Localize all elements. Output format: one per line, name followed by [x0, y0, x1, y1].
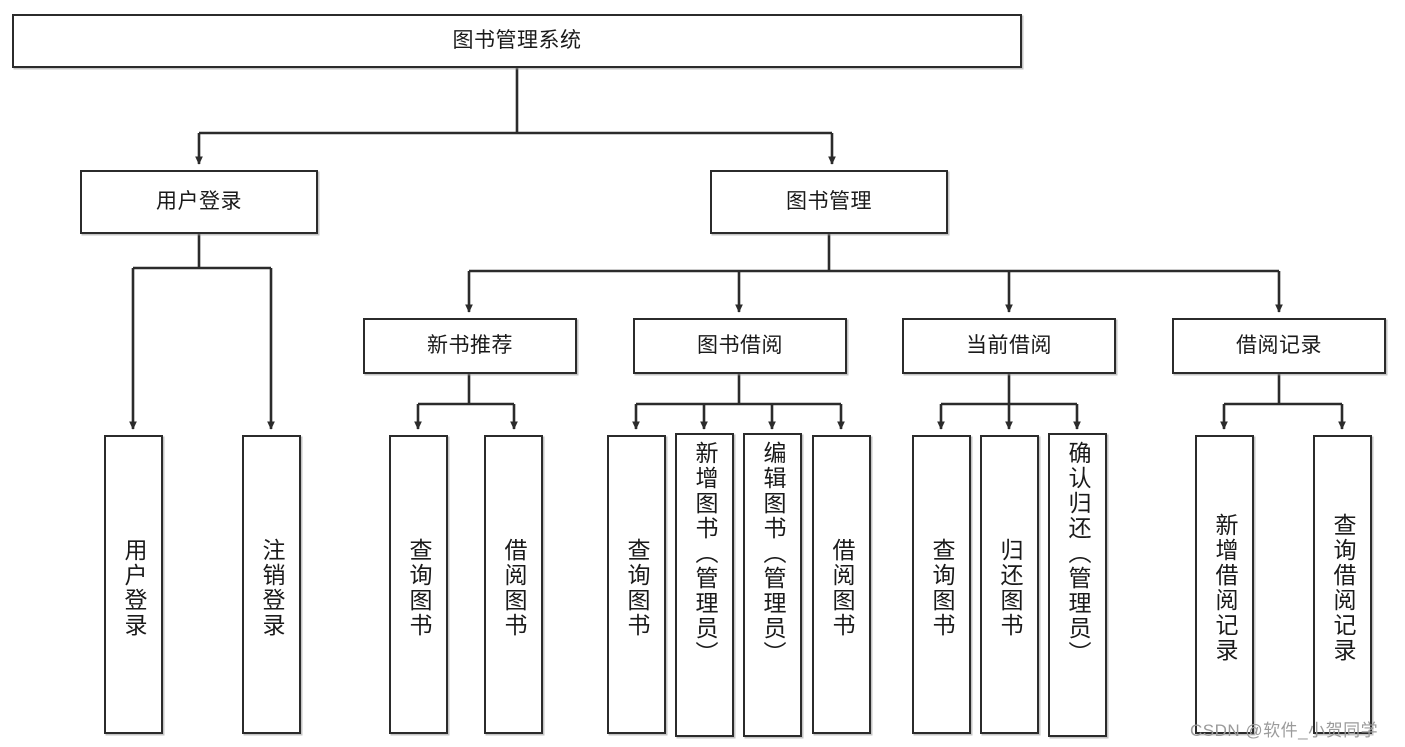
node-label: 编辑图书（管理员） — [760, 441, 786, 666]
leaf-borrow-book-1[interactable]: 借阅图书 — [484, 435, 543, 734]
node-label: 图书管理系统 — [452, 29, 582, 53]
node-borrow-record[interactable]: 借阅记录 — [1172, 318, 1386, 374]
node-label: 查询图书 — [624, 537, 650, 638]
node-label: 图书借阅 — [697, 334, 783, 358]
node-label: 注销登录 — [259, 537, 285, 638]
leaf-logout-login[interactable]: 注销登录 — [242, 435, 301, 734]
leaf-edit-book-admin[interactable]: 编辑图书（管理员） — [743, 433, 802, 737]
node-label: 归还图书 — [997, 537, 1023, 638]
leaf-query-book-3[interactable]: 查询图书 — [912, 435, 971, 734]
node-label: 用户登录 — [121, 537, 147, 638]
leaf-user-login[interactable]: 用户登录 — [104, 435, 163, 734]
leaf-return-book[interactable]: 归还图书 — [980, 435, 1039, 734]
node-current-borrow[interactable]: 当前借阅 — [902, 318, 1116, 374]
node-new-book-recommend[interactable]: 新书推荐 — [363, 318, 577, 374]
node-label: 用户登录 — [156, 190, 242, 214]
leaf-query-borrow-record[interactable]: 查询借阅记录 — [1313, 435, 1372, 734]
node-label: 图书管理 — [786, 190, 872, 214]
node-label: 新书推荐 — [427, 334, 513, 358]
node-label: 新增借阅记录 — [1212, 512, 1238, 663]
watermark: CSDN @软件_小贺同学 — [1190, 721, 1379, 740]
node-label: 当前借阅 — [966, 334, 1052, 358]
node-label: 查询图书 — [406, 537, 432, 638]
leaf-add-book-admin[interactable]: 新增图书（管理员） — [675, 433, 734, 737]
leaf-add-borrow-record[interactable]: 新增借阅记录 — [1195, 435, 1254, 734]
node-book-manage[interactable]: 图书管理 — [710, 170, 948, 234]
node-label: 新增图书（管理员） — [692, 441, 718, 666]
node-label: 借阅记录 — [1236, 334, 1322, 358]
node-book-management-system[interactable]: 图书管理系统 — [12, 14, 1022, 68]
node-label: 借阅图书 — [501, 537, 527, 638]
leaf-query-book-1[interactable]: 查询图书 — [389, 435, 448, 734]
leaf-query-book-2[interactable]: 查询图书 — [607, 435, 666, 734]
leaf-borrow-book-2[interactable]: 借阅图书 — [812, 435, 871, 734]
node-label: 确认归还（管理员） — [1065, 441, 1091, 666]
node-label: 查询图书 — [929, 537, 955, 638]
node-user-login[interactable]: 用户登录 — [80, 170, 318, 234]
node-label: 查询借阅记录 — [1330, 512, 1356, 663]
node-book-borrow[interactable]: 图书借阅 — [633, 318, 847, 374]
leaf-confirm-return-admin[interactable]: 确认归还（管理员） — [1048, 433, 1107, 737]
node-label: 借阅图书 — [829, 537, 855, 638]
